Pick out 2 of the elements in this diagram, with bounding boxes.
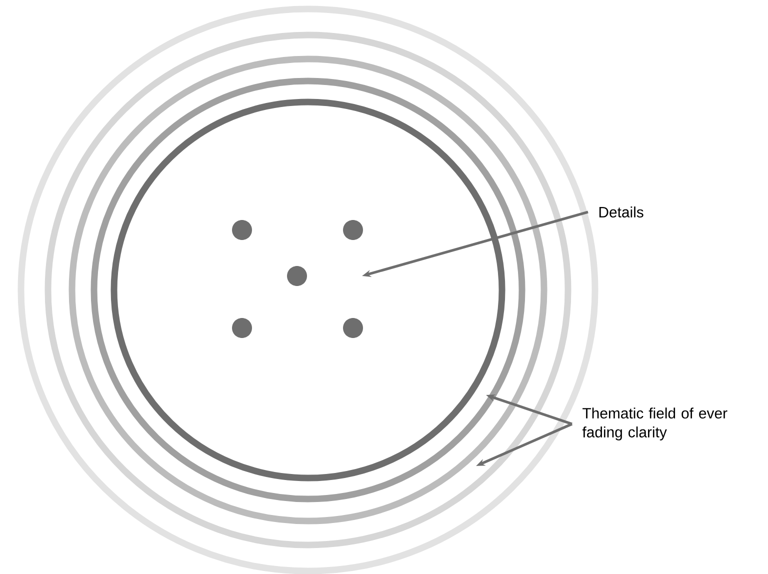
callout-text: Details bbox=[599, 206, 644, 218]
callout-text: Thematic field of ever fading clarity bbox=[582, 408, 728, 440]
